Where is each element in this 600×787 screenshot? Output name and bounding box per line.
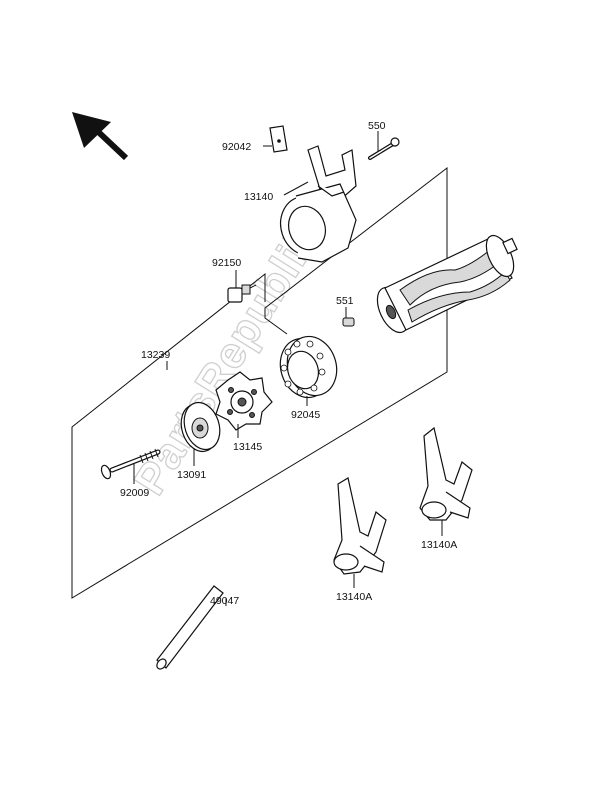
label-13140: 13140 [244, 191, 273, 203]
leader-lines [133, 131, 443, 606]
part-92009-screw [100, 448, 161, 480]
label-49047: 49047 [210, 595, 239, 607]
label-92009: 92009 [120, 487, 149, 499]
label-551: 551 [336, 295, 354, 307]
part-49047-shaft [156, 585, 224, 670]
part-13140A-fork-right [419, 426, 473, 521]
part-92150-bolt [227, 284, 257, 303]
part-13091-plate [180, 401, 221, 453]
direction-arrow-icon [72, 112, 129, 161]
part-551-dowel [342, 317, 355, 327]
part-92045-bearing [279, 335, 338, 399]
label-92045: 92045 [291, 409, 320, 421]
label-13140A-right: 13140A [421, 539, 457, 551]
label-13145: 13145 [233, 441, 262, 453]
part-13140A-fork-left [333, 477, 387, 575]
part-92042-key [269, 125, 288, 153]
label-13239: 13239 [141, 349, 170, 361]
part-13145-cam-plate [215, 371, 273, 431]
label-13140A-left: 13140A [336, 591, 372, 603]
label-550: 550 [368, 120, 386, 132]
label-13091: 13091 [177, 469, 206, 481]
part-550-pin [368, 137, 400, 160]
shift-drum [376, 234, 518, 334]
label-92150: 92150 [212, 257, 241, 269]
label-92042: 92042 [222, 141, 251, 153]
part-13140-shift-fork [279, 145, 357, 263]
assembly-outline [71, 166, 448, 599]
